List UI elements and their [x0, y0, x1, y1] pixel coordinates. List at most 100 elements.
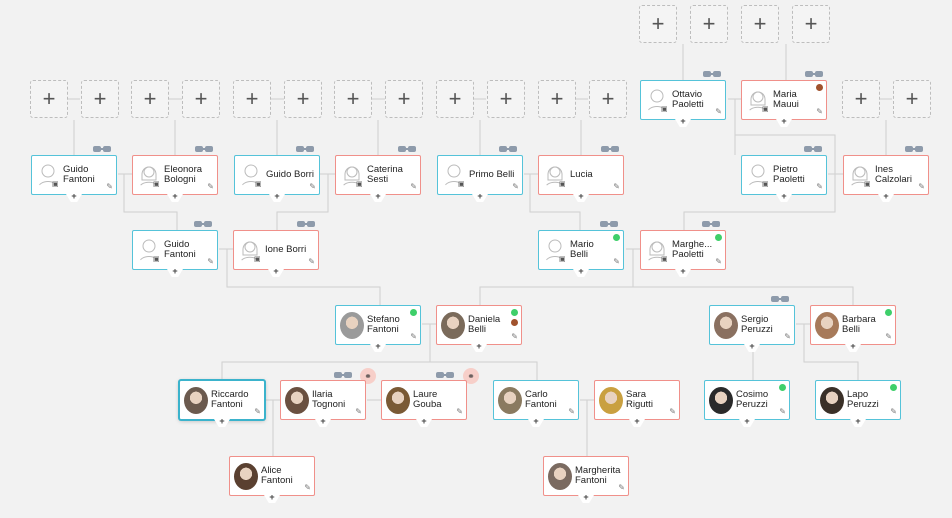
camera-icon[interactable]: ▣: [661, 256, 668, 263]
add-child-tab[interactable]: +: [315, 419, 331, 427]
link-icon[interactable]: [702, 221, 720, 227]
pencil-icon[interactable]: ✎: [355, 407, 362, 416]
link-icon[interactable]: [703, 71, 721, 77]
add-child-tab[interactable]: +: [370, 344, 386, 352]
add-parent-button[interactable]: +: [893, 80, 931, 118]
pencil-icon[interactable]: ✎: [918, 182, 925, 191]
camera-icon[interactable]: ▣: [254, 256, 261, 263]
pencil-icon[interactable]: ✎: [613, 257, 620, 266]
pencil-icon[interactable]: ✎: [613, 182, 620, 191]
camera-icon[interactable]: ▣: [762, 181, 769, 188]
pencil-icon[interactable]: ✎: [779, 407, 786, 416]
pencil-icon[interactable]: ✎: [456, 407, 463, 416]
add-parent-button[interactable]: +: [487, 80, 525, 118]
camera-icon[interactable]: ▣: [153, 181, 160, 188]
add-parent-button[interactable]: +: [284, 80, 322, 118]
add-child-tab[interactable]: +: [472, 194, 488, 202]
add-parent-button[interactable]: +: [639, 5, 677, 43]
pencil-icon[interactable]: ✎: [511, 332, 518, 341]
pencil-icon[interactable]: ✎: [669, 407, 676, 416]
person-card[interactable]: ▣Lucia✎+: [538, 155, 624, 202]
add-parent-button[interactable]: +: [589, 80, 627, 118]
add-parent-button[interactable]: +: [842, 80, 880, 118]
link-icon[interactable]: [804, 146, 822, 152]
add-child-tab[interactable]: +: [167, 194, 183, 202]
add-parent-button[interactable]: +: [741, 5, 779, 43]
add-child-tab[interactable]: +: [528, 419, 544, 427]
add-child-tab[interactable]: +: [675, 269, 691, 277]
add-parent-button[interactable]: +: [385, 80, 423, 118]
add-parent-button[interactable]: +: [30, 80, 68, 118]
add-child-tab[interactable]: +: [675, 119, 691, 127]
add-parent-button[interactable]: +: [182, 80, 220, 118]
add-child-tab[interactable]: +: [268, 269, 284, 277]
add-child-tab[interactable]: +: [578, 495, 594, 503]
add-parent-button[interactable]: +: [334, 80, 372, 118]
link-icon[interactable]: [771, 296, 789, 302]
add-child-tab[interactable]: +: [739, 419, 755, 427]
add-parent-button[interactable]: +: [233, 80, 271, 118]
add-parent-button[interactable]: +: [131, 80, 169, 118]
add-parent-button[interactable]: +: [538, 80, 576, 118]
camera-icon[interactable]: ▣: [255, 181, 262, 188]
camera-icon[interactable]: ▣: [52, 181, 59, 188]
pencil-icon[interactable]: ✎: [207, 257, 214, 266]
link-icon[interactable]: [436, 372, 454, 378]
link-icon[interactable]: [334, 372, 352, 378]
pencil-icon[interactable]: ✎: [304, 483, 311, 492]
add-child-tab[interactable]: +: [776, 119, 792, 127]
add-child-tab[interactable]: +: [269, 194, 285, 202]
link-icon[interactable]: [296, 146, 314, 152]
pencil-icon[interactable]: ✎: [410, 182, 417, 191]
pencil-icon[interactable]: ✎: [890, 407, 897, 416]
add-child-tab[interactable]: +: [214, 419, 230, 427]
add-child-tab[interactable]: +: [264, 495, 280, 503]
pencil-icon[interactable]: ✎: [568, 407, 575, 416]
person-card[interactable]: ▣Primo Belli✎+: [437, 155, 523, 202]
pencil-icon[interactable]: ✎: [784, 332, 791, 341]
add-child-tab[interactable]: +: [573, 194, 589, 202]
link-icon[interactable]: [194, 221, 212, 227]
link-icon[interactable]: [805, 71, 823, 77]
camera-icon[interactable]: ▣: [356, 181, 363, 188]
pencil-icon[interactable]: ✎: [715, 257, 722, 266]
pencil-icon[interactable]: ✎: [207, 182, 214, 191]
person-card[interactable]: ▣Guido Borri✎+: [234, 155, 320, 202]
link-icon[interactable]: [499, 146, 517, 152]
link-icon[interactable]: [600, 221, 618, 227]
link-icon[interactable]: [195, 146, 213, 152]
person-card[interactable]: ▣Marghe...Paoletti✎+: [640, 230, 726, 277]
pencil-icon[interactable]: ✎: [106, 182, 113, 191]
add-child-tab[interactable]: +: [370, 194, 386, 202]
link-icon[interactable]: [297, 221, 315, 227]
camera-icon[interactable]: ▣: [864, 181, 871, 188]
add-child-tab[interactable]: +: [471, 344, 487, 352]
camera-icon[interactable]: ▣: [458, 181, 465, 188]
link-icon[interactable]: [601, 146, 619, 152]
pencil-icon[interactable]: ✎: [308, 257, 315, 266]
add-parent-button[interactable]: +: [436, 80, 474, 118]
add-parent-button[interactable]: +: [690, 5, 728, 43]
camera-icon[interactable]: ▣: [153, 256, 160, 263]
add-parent-button[interactable]: +: [81, 80, 119, 118]
